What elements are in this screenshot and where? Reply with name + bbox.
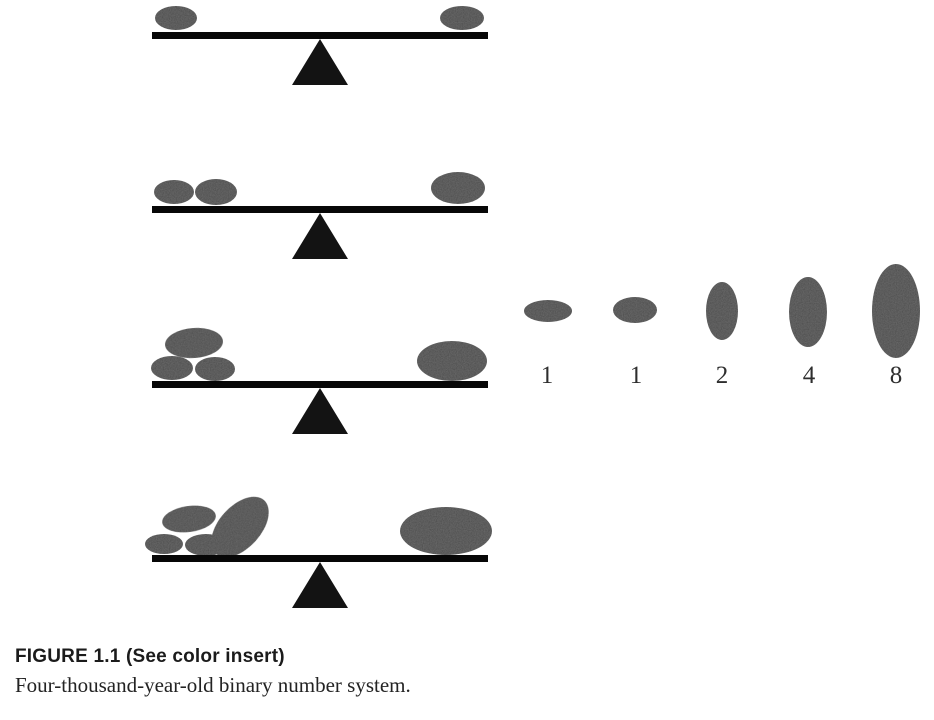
stone-left-1 [155,6,197,30]
stone-left-2 [185,534,227,556]
legend-label-1a: 1 [541,362,554,389]
figure-caption-subtitle: Four-thousand-year-old binary number sys… [15,673,411,697]
legend-label-8: 8 [890,362,903,389]
beam [152,555,488,562]
fulcrum-triangle [292,562,348,608]
stone-right-4 [417,341,487,381]
stone-left-2 [195,357,235,381]
figure-caption-title: FIGURE 1.1 (See color insert) [15,646,285,667]
legend-stone-1a [524,300,572,322]
fulcrum-triangle [292,213,348,259]
stone-left-top-2 [162,505,216,533]
stone-left-1 [145,534,183,554]
balance-3 [151,327,488,434]
stone-left-top-2 [165,327,223,359]
legend-stone-8 [872,264,920,358]
beam [152,206,488,213]
beam [152,381,488,388]
stone-right-2 [431,172,485,204]
stone-legend: 1 1 2 4 8 [524,264,920,389]
legend-stone-2 [706,282,738,340]
stone-left-2 [195,179,237,205]
legend-stone-4 [789,277,827,347]
fulcrum-triangle [292,388,348,434]
balance-4 [145,496,492,608]
legend-stone-1b [613,297,657,323]
fulcrum-triangle [292,39,348,85]
beam [152,32,488,39]
stone-right-8 [400,507,492,555]
legend-label-2: 2 [716,362,729,389]
figure-caption: FIGURE 1.1 (See color insert) Four-thous… [15,646,895,698]
legend-label-4: 4 [803,362,816,389]
balance-1 [152,6,488,85]
legend-label-1b: 1 [630,362,643,389]
stone-left-1 [154,180,194,204]
stone-right-1 [440,6,484,30]
balance-2 [152,172,488,259]
stone-left-1 [151,356,193,380]
